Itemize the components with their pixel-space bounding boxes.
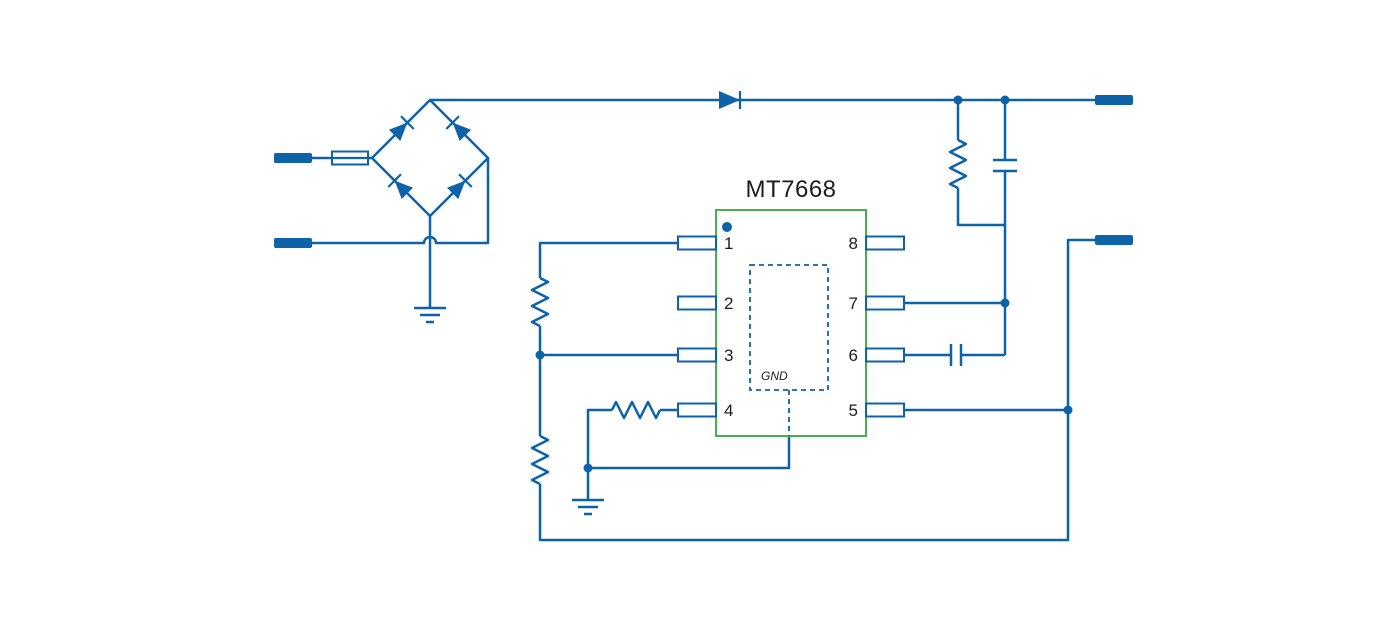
wire-lower-input [312,158,490,245]
junction-dot [583,463,593,473]
resistors [530,138,968,486]
junction-dot [1063,405,1073,415]
pin-label-7: 7 [849,294,858,313]
pin-pad-5 [865,402,905,418]
wires [312,98,1095,542]
pin-pad-6 [865,347,905,363]
pin-pad-7 [865,295,905,311]
resistor-r1-icon [530,276,550,328]
ic-package-outline [715,209,867,437]
junction-dot [1000,95,1010,105]
pin-pad-2 [677,295,717,311]
pin-label-3: 3 [724,346,733,365]
resistor-r2-icon [530,434,550,486]
pin-pad-4 [677,402,717,418]
output-terminal-minus [1095,235,1133,245]
diode-bridge-tl-icon [388,115,415,142]
wire-bottom-return [538,238,1095,542]
junction-dot [535,350,545,360]
fuse [331,150,369,166]
pin-label-5: 5 [849,401,858,420]
junction-dot [1000,298,1010,308]
ic-internal-gnd-box [749,264,829,391]
capacitor-c2-icon [949,344,963,366]
junction-dot [953,95,963,105]
pin-pads-right [865,235,905,418]
pin-pad-1 [677,235,717,251]
ground-symbol-bridge [414,306,446,324]
pin-pad-8 [865,235,905,251]
pin-pads-left [677,235,717,418]
diode-bridge-br-icon [446,173,473,200]
pin1-marker-dot [722,222,732,232]
ground-symbol-ic [572,498,604,516]
diode-bridge-tr-icon [445,115,472,142]
capacitor-c1-icon [993,158,1017,173]
ic-title: MT7668 [745,176,836,203]
input-terminal-top [274,153,312,163]
wire-pin1 [538,241,678,278]
junction-dots [535,95,1073,473]
terminals [274,95,1133,248]
resistor-r3-icon [948,138,968,190]
pin-label-1: 1 [724,234,733,253]
bridge-diamond-wire [370,98,490,218]
pin-label-4: 4 [724,401,733,420]
resistor-r4-icon [610,400,662,420]
bridge-rectifier [387,115,473,200]
pin-label-8: 8 [849,234,858,253]
wire-rc-left-bottom [956,188,1005,227]
wire-ic-gnd-return [588,436,791,470]
pin-label-2: 2 [724,294,733,313]
pin-pad-3 [677,347,717,363]
diode-series-icon [719,91,742,109]
ic-internal-gnd-label: GND [761,369,788,383]
input-terminal-bottom [274,238,312,248]
diode-bridge-bl-icon [387,173,414,200]
pin-label-6: 6 [849,346,858,365]
output-terminal-plus [1095,95,1133,105]
wire-r4-to-ground [586,408,612,500]
